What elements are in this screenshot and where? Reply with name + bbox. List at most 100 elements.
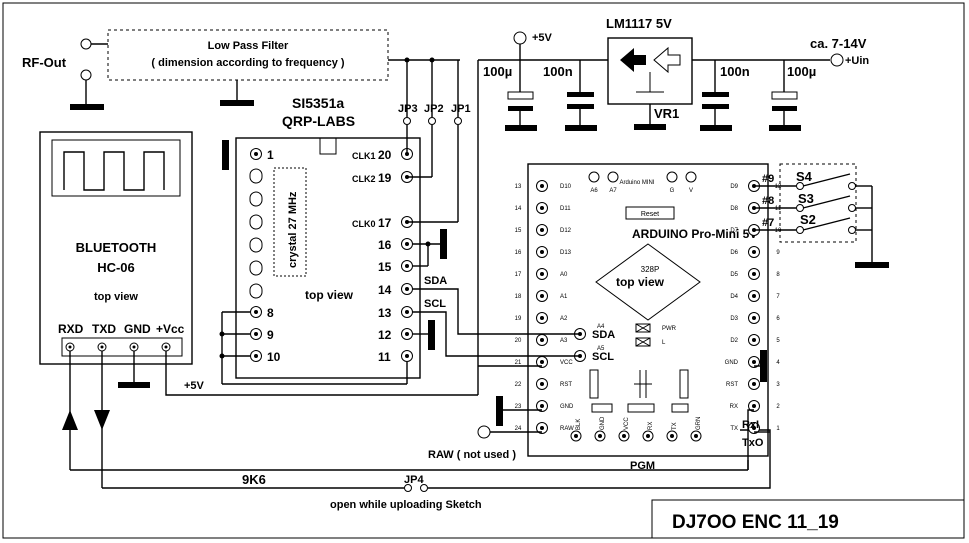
arduino-right-inner-label: D4 [730, 294, 738, 300]
arduino-pin-hole [752, 250, 756, 254]
a4-label: A4 [597, 324, 605, 330]
lpf-title: Low Pass Filter [208, 40, 289, 52]
bt-pin-label: GND [124, 322, 151, 336]
pin-label: 15 [378, 260, 392, 274]
cap-label: 100µ [787, 64, 816, 79]
pgm-pin-label: BLK [576, 419, 582, 430]
arduino-right-inner-label: RST [726, 382, 738, 388]
top-pin-label: V [689, 188, 693, 194]
arduino-pin-hole [540, 338, 544, 342]
regulator-body [607, 37, 693, 105]
arduino-pin-hole [540, 426, 544, 430]
bluetooth-title: BLUETOOTH [76, 240, 157, 255]
arduino-left-outer-label: 13 [515, 184, 522, 190]
bluetooth-view: top view [94, 291, 138, 303]
title-block: DJ7OO ENC 11_19 [672, 512, 839, 533]
clk-label: CLK1 [352, 151, 376, 161]
regulator-in-arrow [653, 46, 681, 74]
ground-bar [496, 396, 503, 426]
top-pin-label: G [670, 188, 675, 194]
arduino-left-inner-label: A2 [560, 316, 568, 322]
arduino-left-inner-label: VCC [560, 360, 573, 366]
rf-out-label: RF-Out [22, 55, 67, 70]
jumper-label: JP1 [451, 103, 471, 115]
arduino-pin-hole [752, 426, 756, 430]
a5-label: A5 [597, 346, 605, 352]
jp4-note: open while uploading Sketch [330, 499, 482, 511]
uin-range: ca. 7-14V [810, 36, 867, 51]
pgm-label: PGM [630, 460, 655, 472]
ground-bar [760, 350, 767, 382]
scl-label: SCL [424, 298, 446, 310]
pgm-pin-label: GND [600, 416, 606, 430]
arduino-pin-hole [540, 316, 544, 320]
raw-note: RAW ( not used ) [428, 449, 516, 461]
lpf-box [107, 29, 389, 81]
arduino-pin-hole [752, 272, 756, 276]
tx-arrow [94, 410, 110, 430]
arduino-board [527, 163, 769, 457]
arduino-view: top view [616, 275, 665, 289]
si5351-board [235, 137, 421, 379]
arduino-right-outer-label: 2 [776, 404, 780, 410]
arduino-pin-hole [752, 316, 756, 320]
cap-label: 100n [543, 64, 573, 79]
ground-symbol [70, 104, 104, 110]
arduino-right-outer-label: 8 [776, 272, 780, 278]
arduino-title: ARDUINO Pro-Mini 5V [632, 227, 757, 241]
arduino-sda: SDA [592, 329, 615, 341]
pin-label: 19 [378, 171, 392, 185]
pin-label: 12 [378, 328, 392, 342]
arduino-pin-hole [540, 250, 544, 254]
jumper-label: JP3 [398, 103, 418, 115]
pgm-pin-label: RX [648, 422, 654, 430]
arduino-left-inner-label: D11 [560, 206, 571, 212]
plus5-terminal [513, 31, 527, 45]
arduino-left-outer-label: 20 [515, 338, 522, 344]
ground-symbol [220, 100, 254, 106]
arduino-right-inner-label: TX [730, 426, 738, 432]
arduino-right-inner-label: D8 [730, 206, 738, 212]
arduino-left-inner-label: A3 [560, 338, 568, 344]
arduino-left-inner-label: D10 [560, 184, 572, 190]
arduino-pin-hole [540, 294, 544, 298]
regulator-name: LM1117 5V [606, 16, 672, 31]
clk-label: CLK0 [352, 219, 376, 229]
rxi-label: RxI [742, 419, 759, 431]
bluetooth-module [39, 131, 193, 365]
arduino-left-outer-label: 17 [515, 272, 522, 278]
bt-pin-label: TXD [92, 322, 116, 336]
raw-terminal [477, 425, 491, 439]
arduino-right-outer-label: 6 [776, 316, 780, 322]
pgm-pin-label: GRN [696, 417, 702, 430]
uin-terminal [830, 53, 844, 67]
pgm-pins [570, 430, 702, 442]
arduino-right-outer-label: 7 [776, 294, 780, 300]
arduino-right-inner-label: RX [730, 404, 738, 410]
plus5-label: +5V [532, 32, 553, 44]
arduino-right-inner-label: D5 [730, 272, 738, 278]
pin-label: 9 [267, 328, 274, 342]
cap-label: 100µ [483, 64, 512, 79]
arduino-pin-hole [540, 404, 544, 408]
arduino-scl: SCL [592, 351, 614, 363]
pwr-label: PWR [662, 326, 677, 332]
arduino-pin-hole [540, 206, 544, 210]
arduino-pin-hole [752, 338, 756, 342]
si5351-left-pads [249, 148, 263, 362]
switch-port: #7 [762, 217, 774, 229]
arduino-pin-hole [540, 184, 544, 188]
arduino-right-inner-label: D3 [730, 316, 738, 322]
clk-label: CLK2 [352, 174, 376, 184]
arduino-top-pins [588, 171, 697, 183]
arduino-left-inner-label: D12 [560, 228, 572, 234]
l-led-label: L [662, 340, 666, 346]
top-pin-label: A7 [609, 188, 617, 194]
arduino-right-inner-label: D9 [730, 184, 738, 190]
sda-label: SDA [424, 275, 447, 287]
arduino-pin-hole [540, 360, 544, 364]
pin-label: 16 [378, 238, 392, 252]
